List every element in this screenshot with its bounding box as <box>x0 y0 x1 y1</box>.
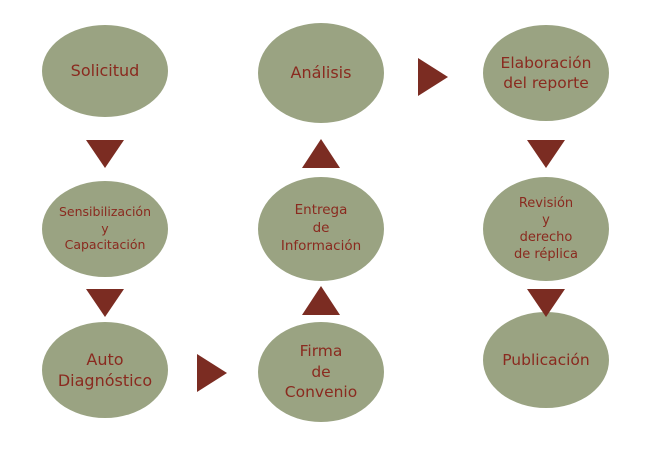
arrow-down-revision-to-publicacion <box>527 289 565 317</box>
step-sensibilizacion: Sensibilización y Capacitación <box>42 181 168 277</box>
step-publicacion: Publicación <box>483 312 609 408</box>
step-revision-line-3: derecho <box>519 230 573 245</box>
step-elaboracion-line-2: del reporte <box>503 74 589 92</box>
arrow-right-auto-diagnostico-to-firma <box>197 354 227 392</box>
arrow-up-firma-to-entrega <box>302 286 340 315</box>
step-solicitud: Solicitud <box>42 25 168 117</box>
step-elaboracion-line-1: Elaboración <box>500 53 592 72</box>
step-sensibilizacion-line-2: y <box>101 220 109 236</box>
step-publicacion-line-1: Publicación <box>502 350 590 369</box>
step-firma-line-1: Firma <box>299 342 343 361</box>
step-analisis: Análisis <box>258 23 384 123</box>
step-entrega-line-2: de <box>312 220 330 237</box>
step-revision-replica: Revisión y derecho de réplica <box>483 177 609 281</box>
step-revision-line-1: Revisión <box>518 195 574 211</box>
step-firma-line-3: Convenio <box>284 383 358 402</box>
arrow-down-sensibilizacion-to-auto-diagnostico <box>86 289 124 317</box>
step-sensibilizacion-line-3: Capacitación <box>64 237 146 253</box>
step-auto-diagnostico-line-1: Auto <box>86 349 124 369</box>
arrow-down-solicitud-to-sensibilizacion <box>86 140 124 168</box>
step-firma-convenio: Firma de Convenio <box>258 322 384 422</box>
step-revision-line-4: de réplica <box>513 247 579 263</box>
step-entrega-line-1: Entrega <box>294 202 348 219</box>
step-analisis-line-1: Análisis <box>290 63 352 83</box>
step-auto-diagnostico-line-2: Diagnóstico <box>57 371 153 390</box>
arrow-up-entrega-to-analisis <box>302 139 340 168</box>
step-entrega-line-3: Información <box>280 237 362 254</box>
step-entrega-informacion: Entrega de Información <box>258 177 384 281</box>
step-sensibilizacion-line-1: Sensibilización <box>58 204 152 220</box>
arrow-right-analisis-to-elaboracion <box>418 58 448 96</box>
step-revision-line-2: y <box>542 212 550 228</box>
arrow-down-elaboracion-to-revision <box>527 140 565 168</box>
step-solicitud-line-1: Solicitud <box>70 61 140 81</box>
step-firma-line-2: de <box>311 362 331 381</box>
step-auto-diagnostico: Auto Diagnóstico <box>42 322 168 418</box>
step-elaboracion-reporte: Elaboración del reporte <box>483 25 609 121</box>
